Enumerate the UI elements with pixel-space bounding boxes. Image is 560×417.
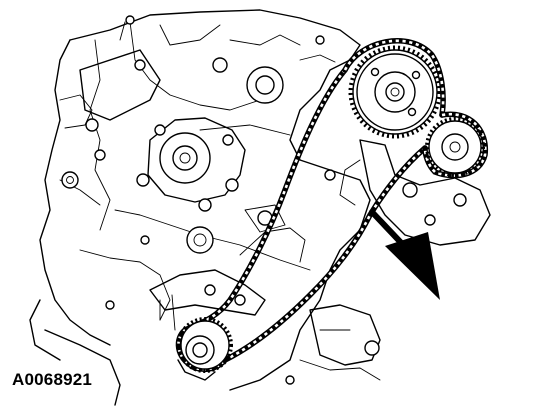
pointer-arrow	[369, 209, 440, 300]
secondary-sprocket	[425, 117, 485, 177]
upper-left-bracket	[61, 49, 161, 189]
water-pump	[136, 117, 246, 212]
block-bolts	[105, 15, 336, 385]
lower-tensioner-bracket	[149, 269, 266, 331]
figure-reference-code: A0068921	[12, 370, 93, 389]
crankshaft-sprocket	[177, 317, 233, 381]
upper-boss	[212, 57, 284, 104]
camshaft-sprocket	[348, 45, 442, 139]
center-idler	[186, 204, 286, 254]
lower-right-housing	[299, 304, 381, 381]
timing-chain	[175, 38, 488, 373]
